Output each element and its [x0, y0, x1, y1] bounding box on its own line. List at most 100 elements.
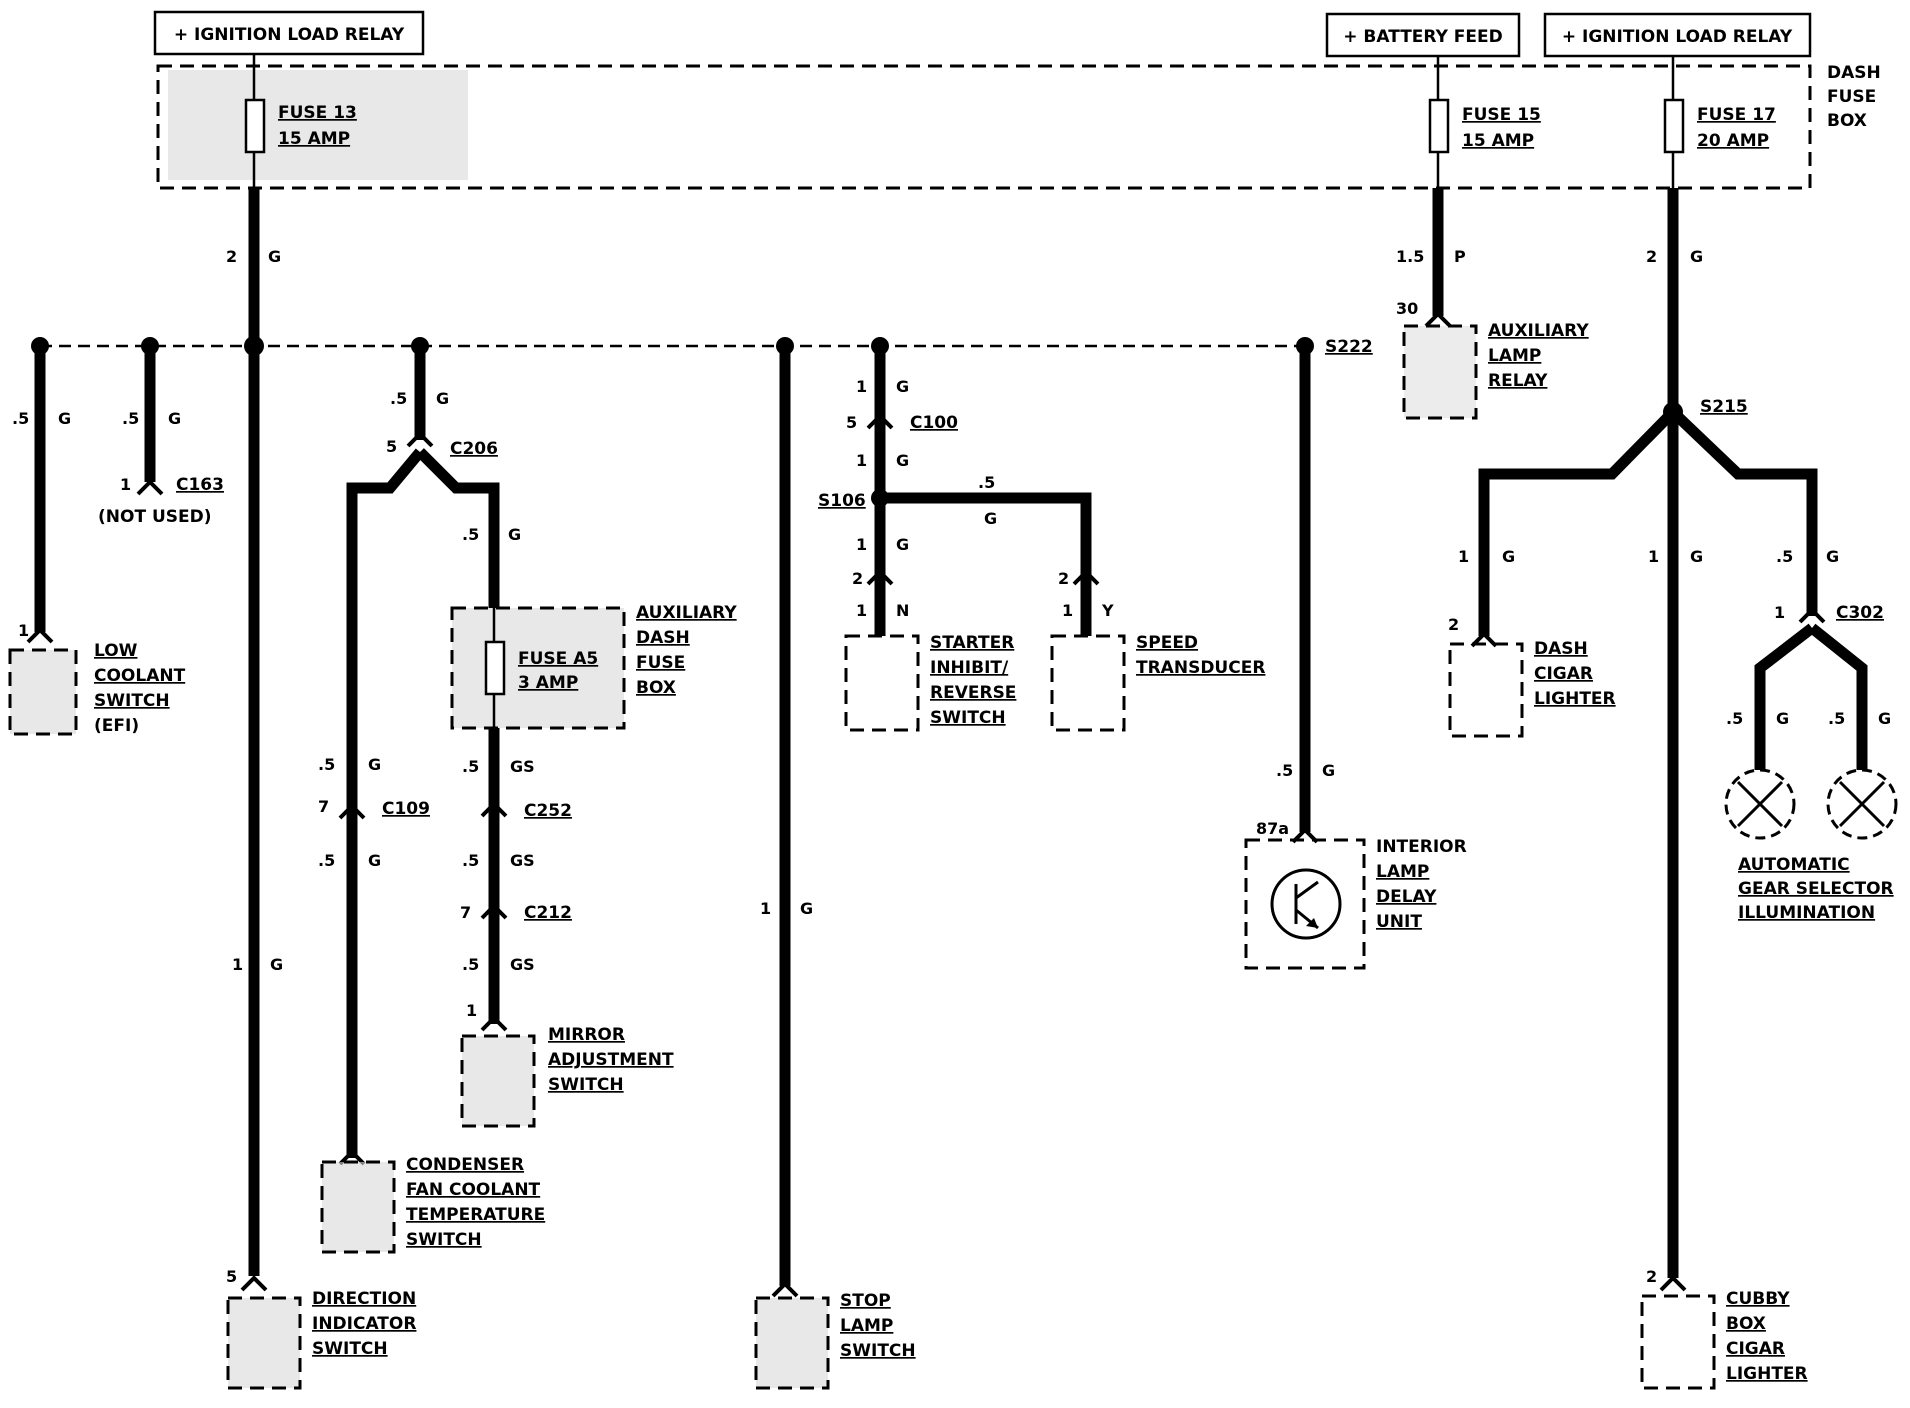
component-label: COOLANT	[94, 666, 186, 686]
mirror-adjustment-switch: MIRROR ADJUSTMENT SWITCH	[460, 1025, 674, 1128]
wire-color: N	[896, 601, 909, 620]
bulb-right-icon	[1826, 768, 1898, 840]
wire-color: GS	[510, 955, 535, 974]
connector-c163-label: C163	[176, 475, 224, 495]
wire-color: G	[268, 247, 281, 266]
splice-s106-label: S106	[818, 491, 866, 511]
dash-fuse-box-label-1: DASH	[1827, 63, 1881, 83]
wire-color: Y	[1101, 601, 1114, 620]
c109-branch: .5 G 7 C109 .5 G	[318, 755, 430, 1166]
component-label: FAN COOLANT	[406, 1180, 541, 1200]
component-label: INHIBIT/	[930, 658, 1009, 678]
wire-size: .5	[390, 389, 407, 408]
speed-transducer: SPEED TRANSDUCER	[1050, 633, 1265, 732]
pin-number: 1	[1062, 601, 1073, 620]
wire-color: G	[1826, 547, 1839, 566]
auxiliary-dash-fuse-box: FUSE A5 3 AMP AUXILIARY DASH FUSE BOX	[450, 603, 737, 730]
component-label: LIGHTER	[1726, 1364, 1808, 1384]
component-label: TRANSDUCER	[1136, 658, 1265, 678]
wire-size: .5	[1276, 761, 1293, 780]
component-label: DELAY	[1376, 887, 1437, 907]
fuse-a5-rating: 3 AMP	[518, 673, 578, 693]
wire-size: .5	[1776, 547, 1793, 566]
component-label: BOX	[1726, 1314, 1766, 1334]
connector-c100-label: C100	[910, 413, 958, 433]
pin-number: 2	[1448, 615, 1459, 634]
wire-color: G	[800, 899, 813, 918]
pin-number: 1	[120, 475, 131, 494]
component-label: LAMP	[840, 1316, 893, 1336]
wire-color: GS	[510, 851, 535, 870]
connector-c109-label: C109	[382, 799, 430, 819]
ignition-load-relay-right-box: + IGNITION LOAD RELAY	[1543, 12, 1812, 58]
dash-fuse-box-label-3: BOX	[1827, 111, 1867, 131]
auxiliary-lamp-relay-branch: 1.5 P 30	[1396, 188, 1466, 328]
fuse-17-feed-wire: 2 G S215	[1646, 188, 1748, 422]
pin-number: 87a	[1256, 819, 1289, 838]
component-label: AUXILIARY	[636, 603, 737, 623]
c206-branch: .5 G 5 C206 .5 G	[346, 346, 521, 1158]
mirror-adjustment-branch: .5 GS C252 .5 GS 7 C212 .5 GS 1	[460, 728, 572, 1032]
battery-feed-box: + BATTERY FEED	[1325, 12, 1521, 58]
pin-number: 1	[856, 601, 867, 620]
component-label: SWITCH	[312, 1339, 388, 1359]
cubby-box-cigar-lighter: CUBBY BOX CIGAR LIGHTER	[1640, 1289, 1808, 1390]
component-label: DIRECTION	[312, 1289, 416, 1309]
fuse-17-rating: 20 AMP	[1697, 131, 1769, 151]
wire-color: G	[1690, 247, 1703, 266]
wire-size: .5	[462, 757, 479, 776]
ignition-load-relay-right-label: + IGNITION LOAD RELAY	[1562, 27, 1793, 47]
component-label: ADJUSTMENT	[548, 1050, 674, 1070]
component-label: STOP	[840, 1291, 891, 1311]
fuse-15: FUSE 15 15 AMP	[1428, 56, 1541, 188]
pin-number: 30	[1396, 299, 1418, 318]
c163-branch: .5 G 1 C163 (NOT USED)	[98, 346, 224, 527]
component-label: DASH	[1534, 639, 1588, 659]
bulb-left-icon	[1724, 768, 1796, 840]
component-label: SWITCH	[930, 708, 1006, 728]
stop-lamp-switch: STOP LAMP SWITCH	[754, 1291, 916, 1390]
wire-size: 2	[226, 247, 237, 266]
direction-indicator-branch: 1 G 5	[226, 346, 283, 1292]
component-label: (EFI)	[94, 716, 139, 736]
wire-size: 1.5	[1396, 247, 1424, 266]
wire-color: G	[896, 535, 909, 554]
pin-number: 7	[460, 903, 471, 922]
component-label: DASH	[636, 628, 690, 648]
gear-selector-branch: .5 G 1 C302 .5 G .5 G	[1669, 408, 1891, 770]
wire-color: G	[508, 525, 521, 544]
wire-size: .5	[1828, 709, 1845, 728]
dash-fuse-box-label-2: FUSE	[1827, 87, 1876, 107]
component-label: CIGAR	[1726, 1339, 1785, 1359]
wire-size: 1	[1458, 547, 1469, 566]
wire-color: G	[436, 389, 449, 408]
automatic-gear-selector-illumination: AUTOMATIC GEAR SELECTOR ILLUMINATION	[1724, 768, 1898, 923]
wire-color: G	[984, 509, 997, 528]
wire-size: 1	[856, 377, 867, 396]
wire-size: .5	[462, 955, 479, 974]
condenser-fan-coolant-temperature-switch: CONDENSER FAN COOLANT TEMPERATURE SWITCH	[320, 1155, 545, 1254]
ignition-load-relay-left-box: + IGNITION LOAD RELAY	[153, 10, 425, 56]
wire-color: G	[1690, 547, 1703, 566]
splice-s222-bus: S222	[31, 336, 1373, 357]
wire-color: G	[368, 755, 381, 774]
wire-color: G	[1502, 547, 1515, 566]
wire-size: 2	[1646, 247, 1657, 266]
wire-size: .5	[318, 755, 335, 774]
auxiliary-lamp-relay: AUXILIARY LAMP RELAY	[1402, 321, 1589, 420]
starter-inhibit-reverse-switch: STARTER INHIBIT/ REVERSE SWITCH	[844, 633, 1016, 732]
component-label: AUTOMATIC	[1738, 855, 1850, 875]
component-label: SWITCH	[406, 1230, 482, 1250]
fuse-a5-name: FUSE A5	[518, 649, 598, 669]
wire-size: 1	[760, 899, 771, 918]
interior-lamp-delay-unit: INTERIOR LAMP DELAY UNIT	[1244, 837, 1467, 970]
c100-branch: 1 G 5 C100 1 G S106 .5 G 1 G 2 1 N 2 1 Y	[818, 346, 1114, 636]
interior-lamp-branch: .5 G 87a	[1256, 346, 1335, 844]
connector-c206-label: C206	[450, 439, 498, 459]
component-label: UNIT	[1376, 912, 1422, 932]
fuse-15-rating: 15 AMP	[1462, 131, 1534, 151]
component-label: TEMPERATURE	[406, 1205, 545, 1225]
component-label: GEAR SELECTOR	[1738, 879, 1894, 899]
component-label: CONDENSER	[406, 1155, 524, 1175]
